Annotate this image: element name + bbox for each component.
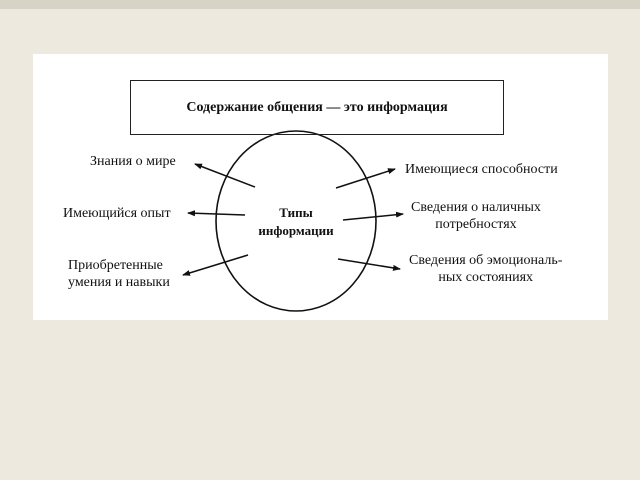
right-item-needs: Сведения о наличных потребностях — [411, 199, 541, 233]
arrow-abilities — [335, 168, 396, 189]
arrow-emotions — [337, 258, 401, 271]
left-item-experience: Имеющийся опыт — [63, 205, 171, 222]
title-text: Содержание общения — это информация — [186, 99, 448, 115]
center-label: Типы информации — [248, 204, 344, 240]
left-item-knowledge: Знания о мире — [90, 153, 176, 170]
diagram-connectors — [182, 130, 404, 312]
left-item-skills-line2: умения и навыки — [68, 275, 170, 290]
arrow-knowledge — [194, 163, 256, 188]
right-item-emotions-line2: ных состояниях — [438, 270, 534, 285]
right-item-abilities-text: Имеющиеся способности — [405, 162, 558, 177]
center-label-line2: информации — [258, 223, 334, 238]
title-box: Содержание общения — это информация — [130, 80, 504, 135]
left-item-knowledge-text: Знания о мире — [90, 154, 176, 169]
diagram-panel: Содержание общения — это информация Типы… — [33, 54, 608, 320]
right-item-needs-line2: потребностях — [435, 217, 517, 232]
arrow-experience — [187, 210, 246, 217]
left-item-experience-text: Имеющийся опыт — [63, 206, 171, 221]
right-item-abilities: Имеющиеся способности — [405, 161, 558, 178]
left-item-skills: Приобретенные умения и навыки — [68, 257, 170, 291]
center-ellipse — [215, 130, 377, 312]
right-item-emotions: Сведения об эмоциональ- ных состояниях — [409, 252, 562, 286]
center-label-line1: Типы — [279, 205, 313, 220]
right-item-needs-line1: Сведения о наличных — [411, 200, 541, 215]
arrow-skills — [182, 254, 249, 276]
arrow-needs — [342, 211, 404, 221]
right-item-emotions-line1: Сведения об эмоциональ- — [409, 253, 563, 268]
left-item-skills-line1: Приобретенные — [68, 258, 163, 273]
slide-top-bar — [0, 0, 640, 9]
